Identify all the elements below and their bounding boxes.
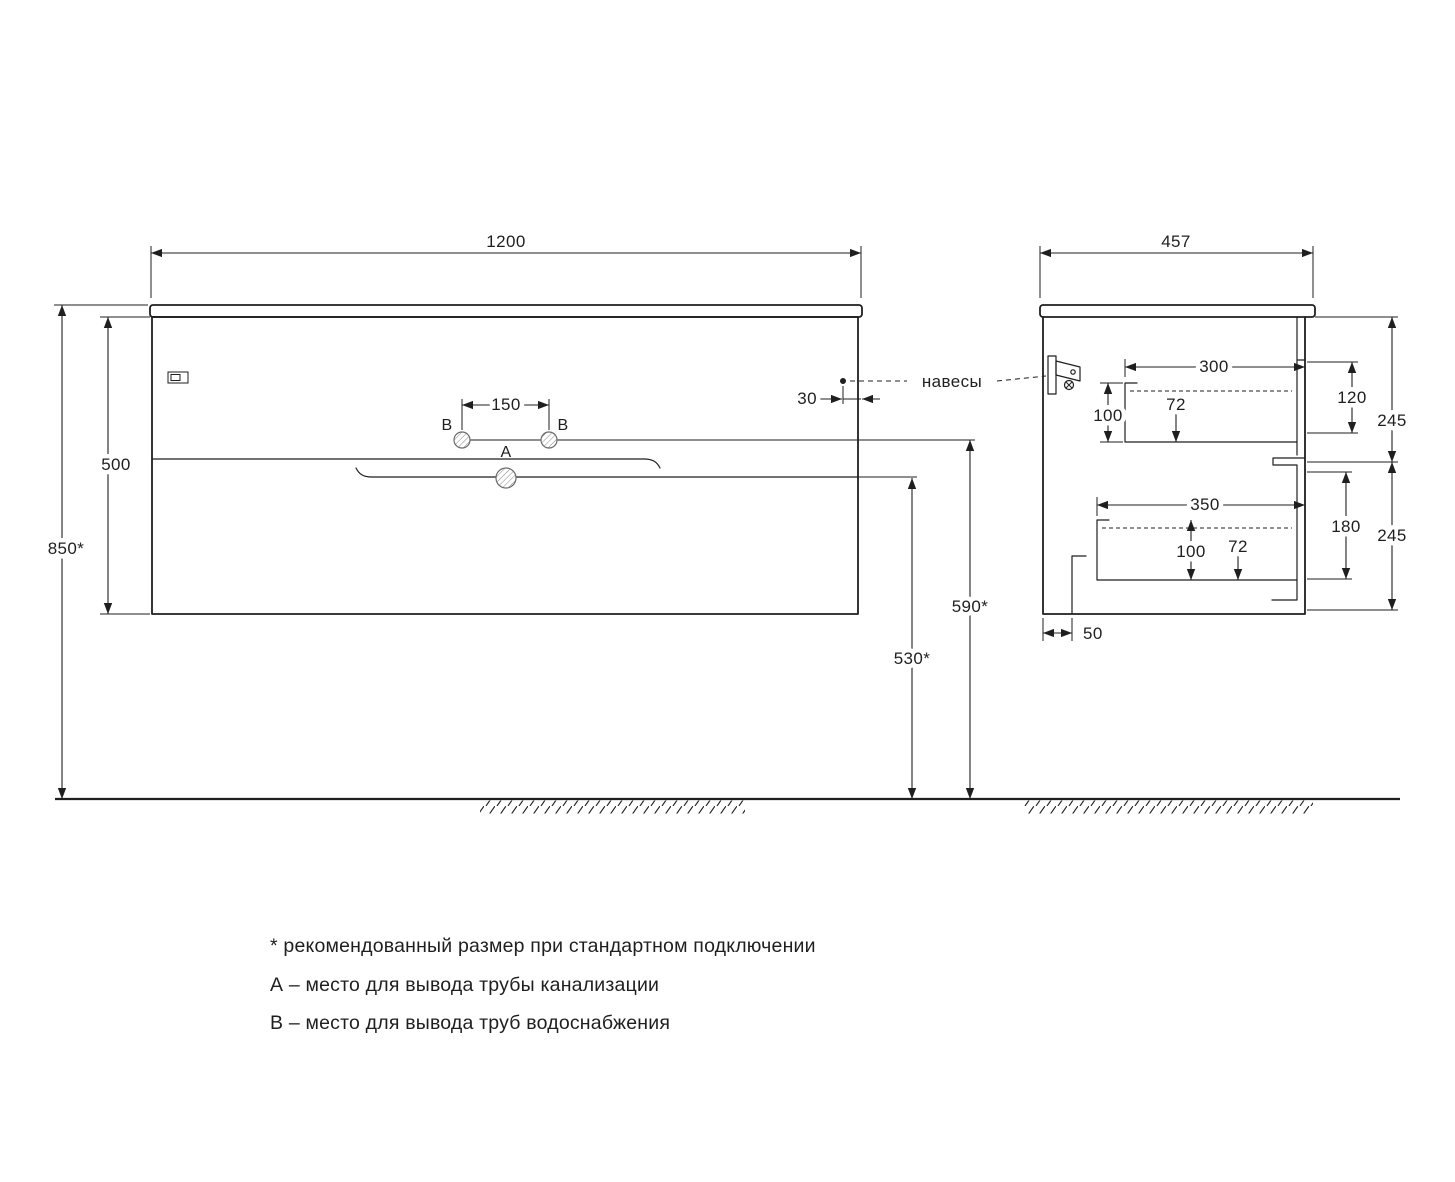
front-dim-hanger-offset: 30 [793, 385, 880, 413]
legend-note-b: В – место для вывода труб водоснабжения [270, 1012, 670, 1034]
hanger-bracket-icon [167, 371, 189, 384]
side-dim-top-drawer-inner: 72 [1162, 391, 1190, 442]
front-view [149, 304, 863, 615]
side-cabinet-body [1042, 316, 1306, 615]
side-bottom-drawer-box [1096, 519, 1298, 581]
dim-offset-30: 30 [797, 389, 817, 408]
wall-hanger-icon [1047, 355, 1081, 395]
side-dim-bottom-drawer-inner-height: 100 [1172, 520, 1210, 580]
label-b-right: B [558, 417, 569, 434]
side-drawer-gap-step [1272, 457, 1306, 471]
dim-245-top: 245 [1377, 411, 1407, 430]
front-dim-height: 500 [97, 316, 150, 615]
dim-height-590: 590* [952, 597, 989, 616]
side-dim-back-clearance: 50 [1042, 618, 1103, 643]
side-dim-top-drawer-inner-height: 100 [1089, 382, 1127, 443]
legend: * рекомендованный размер при стандартном… [270, 935, 816, 1034]
water-outlet-right-icon [540, 431, 558, 449]
front-dim-mounting-height: 850* [43, 304, 148, 799]
side-dim-top-front-height: 120 [1307, 361, 1371, 434]
floor-hatch-left [480, 800, 745, 814]
hanger-point-icon [840, 378, 846, 384]
dim-100-top: 100 [1093, 406, 1123, 425]
side-dim-bottom-section: 245 [1307, 462, 1411, 611]
floor-line [55, 797, 1400, 814]
side-dim-bottom-front-height: 180 [1307, 471, 1365, 580]
side-front-panel-lower [1271, 469, 1298, 601]
front-drawer-groove-lower [355, 467, 859, 478]
front-cabinet-body [151, 316, 859, 615]
front-dim-width: 1200 [150, 232, 862, 298]
dim-72-bottom: 72 [1228, 537, 1248, 556]
side-countertop [1039, 304, 1316, 318]
dim-height-850: 850* [48, 539, 85, 558]
water-outlet-left-icon [453, 431, 471, 449]
drain-outlet-icon [495, 467, 517, 489]
label-a: A [501, 444, 512, 461]
dim-width-1200: 1200 [486, 232, 525, 251]
dim-72-top: 72 [1166, 395, 1186, 414]
dim-depth-457: 457 [1161, 232, 1191, 251]
legend-note-standard: * рекомендованный размер при стандартном… [270, 935, 816, 957]
side-dim-bottom-drawer-depth: 350 [1096, 491, 1305, 519]
front-countertop [149, 304, 863, 318]
legend-note-a: А – место для вывода трубы канализации [270, 974, 659, 996]
dim-50: 50 [1083, 624, 1103, 643]
front-dim-drain-height: 530* [889, 478, 934, 799]
front-dim-water-height: 590* [947, 440, 992, 799]
hangers-label: навесы [922, 372, 982, 391]
side-top-drawer-box [1124, 382, 1298, 443]
dim-300: 300 [1199, 357, 1229, 376]
front-outlets: 150 B B A [442, 391, 975, 489]
side-dim-top-section: 245 [1307, 316, 1411, 463]
label-b-left: B [442, 417, 453, 434]
dim-100-bottom: 100 [1176, 542, 1206, 561]
side-dim-top-drawer-depth: 300 [1124, 353, 1305, 381]
side-dim-depth: 457 [1039, 232, 1314, 298]
dim-350: 350 [1190, 495, 1220, 514]
side-view [1039, 304, 1316, 615]
dim-245-bottom: 245 [1377, 526, 1407, 545]
dim-height-500: 500 [101, 455, 131, 474]
hangers-callout: навесы [850, 372, 1047, 391]
front-drawer-groove-upper [151, 458, 661, 469]
dim-120: 120 [1337, 388, 1367, 407]
side-back-recess-step [1071, 555, 1087, 615]
dim-180: 180 [1331, 517, 1361, 536]
floor-hatch-right [1023, 800, 1313, 814]
dim-spacing-150: 150 [491, 395, 521, 414]
dim-height-530: 530* [894, 649, 931, 668]
side-dim-bottom-drawer-inner: 72 [1224, 533, 1252, 580]
